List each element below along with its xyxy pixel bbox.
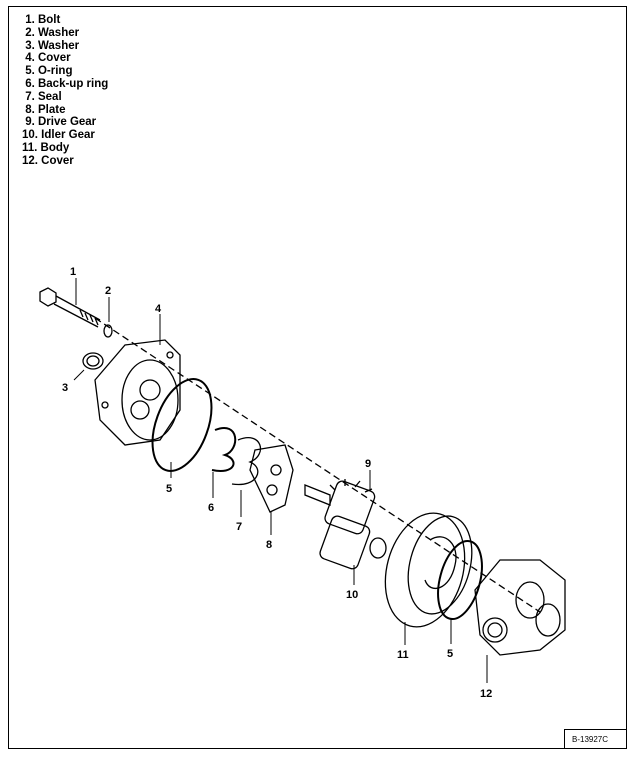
back-up-ring-part [211, 427, 237, 472]
center-line [94, 317, 541, 613]
diagram-frame [8, 6, 627, 749]
legend-item: 4. Cover [22, 52, 71, 65]
legend-item: 9. Drive Gear [22, 116, 97, 129]
callout-11: 11 [397, 649, 409, 661]
legend-item: 7. Seal [22, 90, 62, 103]
legend-item: 12. Cover [22, 154, 74, 167]
legend-item: 8. Plate [22, 103, 66, 116]
legend-item: 1. Bolt [22, 14, 61, 26]
callout-5: 5 [166, 483, 172, 495]
legend-item: 10. Idler Gear [22, 129, 95, 142]
callout-12: 12 [480, 688, 492, 700]
legend-item: 3. Washer [22, 39, 80, 52]
washer-part [82, 352, 104, 370]
plate-part [249, 444, 294, 513]
callout-9: 9 [365, 458, 371, 470]
callout-3: 3 [62, 382, 68, 394]
callout-8: 8 [266, 539, 272, 551]
callout-6: 6 [208, 502, 214, 514]
body-part [384, 512, 473, 628]
leader-lines [73, 278, 488, 683]
washer-part [103, 324, 113, 338]
cover-part [474, 559, 566, 656]
seal-part [231, 437, 261, 486]
parts-legend: 1. Bolt 2. Washer 3. Washer 4. Cover 5. … [22, 14, 108, 168]
drive-gear-part [304, 479, 376, 535]
callout-1: 1 [70, 266, 76, 278]
o-ring-part [151, 378, 213, 472]
idler-gear-part [319, 515, 387, 570]
legend-item: 2. Washer [22, 26, 80, 39]
cover-part [94, 339, 181, 446]
callout-10: 10 [346, 589, 358, 601]
o-ring-part [437, 540, 483, 620]
legend-item: 5. O-ring [22, 65, 73, 78]
callout-7: 7 [236, 521, 242, 533]
legend-item: 11. Body [22, 141, 70, 154]
legend-item: 6. Back-up ring [22, 77, 109, 90]
bolt-part [39, 287, 101, 328]
callout-4: 4 [155, 303, 162, 315]
callout-2: 2 [105, 285, 111, 297]
callout-5b: 5 [447, 648, 453, 660]
figure-code: B-13927C [564, 729, 627, 749]
